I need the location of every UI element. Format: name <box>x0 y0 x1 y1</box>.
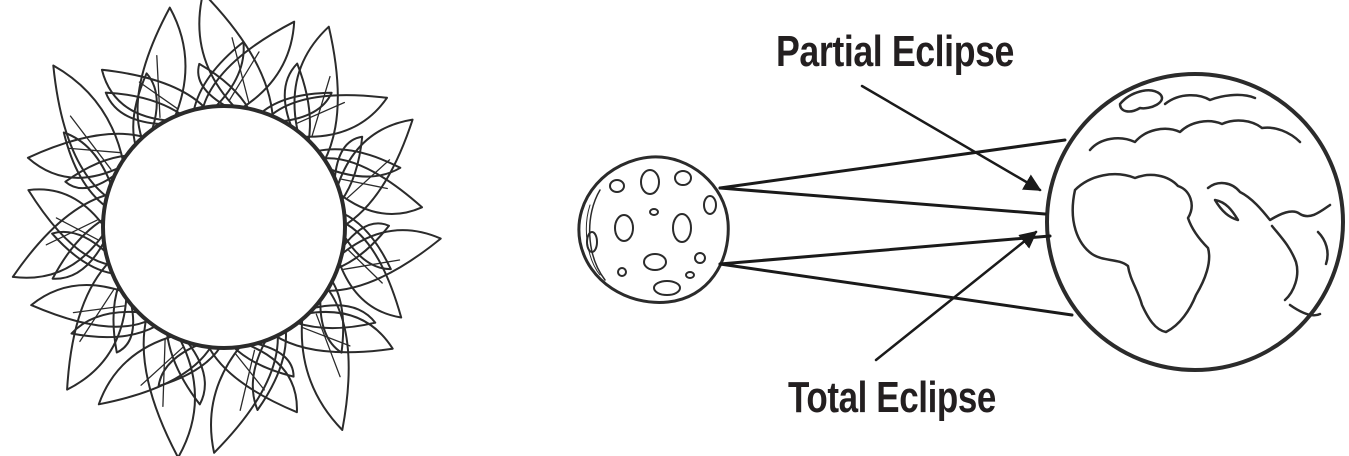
sun-flame-vein <box>348 249 383 284</box>
sun-flame-small <box>197 62 250 111</box>
moon-crater <box>614 214 634 242</box>
moon-shading <box>588 189 606 281</box>
sun-flame-small <box>51 230 115 275</box>
sun-flame-vein <box>69 147 122 154</box>
total-eclipse-arrow <box>874 230 1038 362</box>
sun-flame-small <box>283 62 311 143</box>
sun-flame <box>26 132 147 179</box>
earth-landmass <box>1316 230 1329 266</box>
moon-crater <box>609 179 625 193</box>
sun-icon <box>11 0 442 456</box>
sun-flame-small <box>51 217 106 280</box>
sun-flame <box>206 343 298 414</box>
moon-crater <box>586 231 598 253</box>
earth-landmass <box>1088 119 1302 152</box>
ray-line <box>718 262 1074 317</box>
sun-flame-vein <box>55 217 99 241</box>
partial-eclipse-arrow <box>860 84 1042 192</box>
sun-flame-vein <box>346 159 391 199</box>
moon-crater <box>640 169 660 195</box>
sun-flames <box>11 0 442 456</box>
sun-flame <box>136 6 187 142</box>
ray-line <box>718 234 1052 266</box>
sun-flame-small <box>295 304 377 330</box>
earth-landmass <box>1071 172 1211 334</box>
moon-crater <box>643 253 667 271</box>
sun-flame-small <box>232 342 295 378</box>
sun-flame-vein <box>72 305 126 314</box>
sun-flame-small <box>64 154 129 190</box>
moon-crater <box>674 170 692 186</box>
moon-crater <box>649 208 659 216</box>
sun-flame-vein <box>234 352 265 391</box>
pointer-arrows <box>860 84 1042 362</box>
total-eclipse-label: Total Eclipse <box>788 373 996 422</box>
sun-flame-small <box>165 331 206 406</box>
earth-icon <box>1045 72 1345 372</box>
sun-flame-small <box>104 91 183 126</box>
sun-flame-small <box>335 222 390 270</box>
earth-continents <box>1071 89 1332 334</box>
sun-flame-small <box>342 212 392 271</box>
sun-flame-vein <box>138 81 179 110</box>
sun-flame <box>52 64 125 200</box>
ray-line <box>718 138 1067 190</box>
sun-flame <box>201 20 296 111</box>
sun-disc <box>101 104 347 350</box>
sun-flame-vein <box>156 55 161 118</box>
ray-line <box>718 186 1047 216</box>
sun-flame-vein <box>296 101 346 124</box>
sun-flame <box>273 310 394 354</box>
sun-flame <box>66 260 128 391</box>
moon-crater <box>703 195 717 215</box>
earth-landmass <box>1213 198 1240 222</box>
sun-flame-small <box>157 343 222 388</box>
moon-crater <box>653 280 681 296</box>
eclipse-rays <box>718 138 1074 317</box>
moon-crater <box>685 271 695 279</box>
moon-outline <box>577 155 730 304</box>
sun-flame-vein <box>341 178 388 190</box>
earth-landmass <box>1288 303 1322 317</box>
moon-craters <box>586 169 717 296</box>
sun-flame <box>100 68 208 122</box>
sun-flame-small <box>112 284 135 354</box>
sun-flame <box>335 118 414 228</box>
partial-eclipse-label: Partial Eclipse <box>776 27 1014 76</box>
sun-flame-small <box>132 72 158 147</box>
sun-flame-vein <box>315 313 341 378</box>
earth-landmass <box>1118 89 1164 113</box>
moon-crater <box>694 252 706 264</box>
sun-flame-vein <box>79 289 115 343</box>
sun-flame <box>142 316 196 456</box>
sun-flame-small <box>333 135 364 202</box>
earth-disc <box>1045 72 1345 372</box>
sun-flame <box>210 332 279 454</box>
moon-crater <box>617 267 627 277</box>
moon-icon <box>577 155 730 304</box>
earth-landmass <box>1206 181 1332 222</box>
earth-landmass <box>1270 224 1299 302</box>
sun-flame-small <box>319 279 345 354</box>
sun-flame-small <box>260 91 333 123</box>
moon-crater <box>672 213 692 243</box>
earth-landmass <box>1163 93 1257 106</box>
